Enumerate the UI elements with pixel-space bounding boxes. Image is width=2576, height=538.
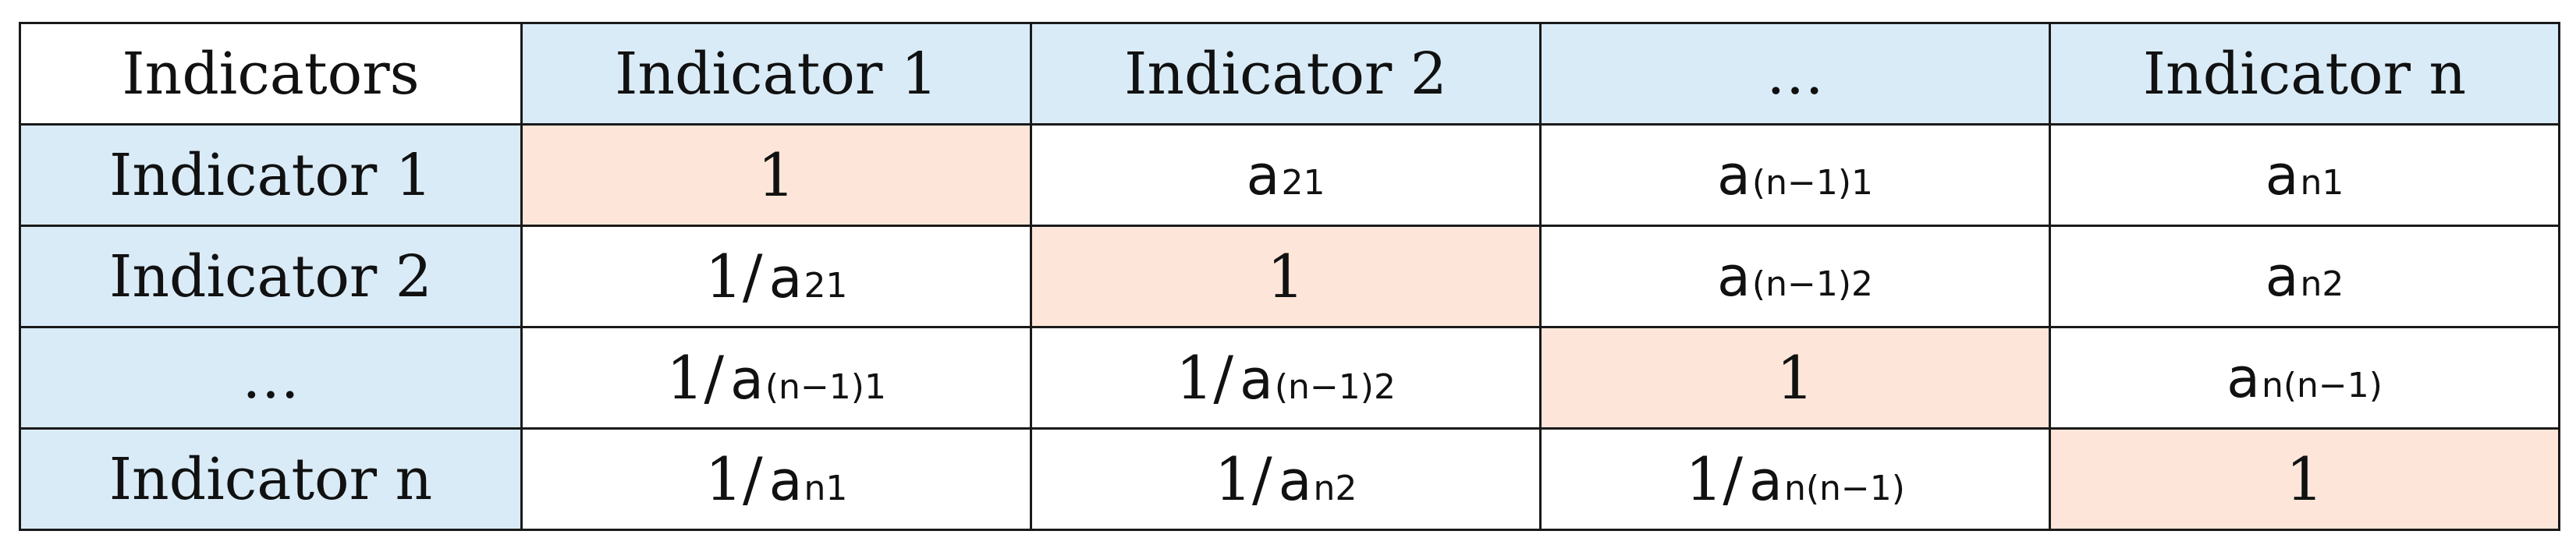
table-row: Indicator 1 1 a21 a(n−1)1 an1	[19, 123, 2560, 227]
cell-symbol: a	[1239, 348, 1273, 412]
cell-prefix: 1/	[1214, 444, 1272, 514]
cell-symbol: a	[2265, 244, 2299, 309]
cell-subscript: n2	[2300, 264, 2344, 304]
matrix-cell: 1	[520, 123, 1032, 227]
matrix-cell: 1	[1539, 326, 2051, 430]
row-header: Indicator n	[19, 427, 523, 531]
column-header: …	[1539, 22, 2051, 126]
cell-symbol: a	[729, 348, 764, 412]
cell-prefix: 1/	[704, 444, 763, 514]
matrix-cell: 1/an(n−1)	[1539, 427, 2051, 531]
table-row: Indicator 2 1/a21 1 a(n−1)2 an2	[19, 225, 2560, 328]
matrix-cell: 1/a(n−1)2	[1030, 326, 1542, 430]
matrix-cell: 1	[2049, 427, 2560, 531]
matrix-cell: an2	[2049, 225, 2560, 328]
matrix-cell: 1/a(n−1)1	[520, 326, 1032, 430]
cell-value: 1	[2285, 444, 2324, 514]
column-header: Indicator 2	[1030, 22, 1542, 126]
cell-subscript: n1	[2300, 162, 2344, 203]
cell-prefix: 1/	[1176, 343, 1233, 412]
matrix-cell: a21	[1030, 123, 1542, 227]
table-row: Indicator n 1/an1 1/an2 1/an(n−1) 1	[19, 427, 2560, 531]
cell-subscript: (n−1)1	[765, 367, 886, 407]
cell-prefix: 1/	[704, 242, 763, 311]
header-row: Indicators Indicator 1 Indicator 2 … Ind…	[19, 22, 2560, 126]
cell-subscript: n(n−1)	[1783, 469, 1905, 508]
cell-subscript: (n−1)2	[1274, 367, 1396, 407]
cell-prefix: 1/	[666, 343, 724, 412]
cell-prefix: 1/	[1685, 444, 1744, 514]
cell-subscript: n(n−1)	[2261, 365, 2383, 405]
table-row: … 1/a(n−1)1 1/a(n−1)2 1 an(n−1)	[19, 326, 2560, 430]
matrix-cell: a(n−1)1	[1539, 123, 2051, 227]
cell-subscript: n2	[1313, 469, 1357, 508]
corner-header: Indicators	[19, 22, 523, 126]
column-header: Indicator 1	[520, 22, 1032, 126]
row-header: …	[19, 326, 523, 430]
cell-value: 1	[1266, 242, 1305, 311]
matrix-cell: 1	[1030, 225, 1542, 328]
cell-subscript: 21	[1281, 162, 1325, 203]
cell-symbol: a	[1749, 449, 1783, 513]
cell-value: 1	[1776, 343, 1815, 412]
row-header: Indicator 2	[19, 225, 523, 328]
row-header: Indicator 1	[19, 123, 523, 227]
cell-subscript: (n−1)1	[1751, 162, 1873, 203]
cell-value: 1	[757, 140, 796, 210]
comparison-matrix-table: Indicators Indicator 1 Indicator 2 … Ind…	[19, 22, 2560, 531]
cell-symbol: a	[768, 246, 803, 310]
cell-symbol: a	[1246, 143, 1280, 207]
cell-subscript: 21	[804, 266, 848, 306]
matrix-cell: an(n−1)	[2049, 326, 2560, 430]
matrix-cell: 1/an2	[1030, 427, 1542, 531]
cell-symbol: a	[768, 449, 803, 513]
cell-symbol: a	[2227, 345, 2260, 410]
cell-subscript: n1	[804, 469, 848, 508]
cell-symbol: a	[1717, 244, 1751, 309]
matrix-cell: an1	[2049, 123, 2560, 227]
column-header: Indicator n	[2049, 22, 2560, 126]
cell-symbol: a	[2265, 143, 2299, 207]
matrix-cell: a(n−1)2	[1539, 225, 2051, 328]
matrix-cell: 1/a21	[520, 225, 1032, 328]
cell-subscript: (n−1)2	[1751, 264, 1873, 304]
cell-symbol: a	[1278, 449, 1312, 513]
matrix-cell: 1/an1	[520, 427, 1032, 531]
cell-symbol: a	[1717, 143, 1751, 207]
